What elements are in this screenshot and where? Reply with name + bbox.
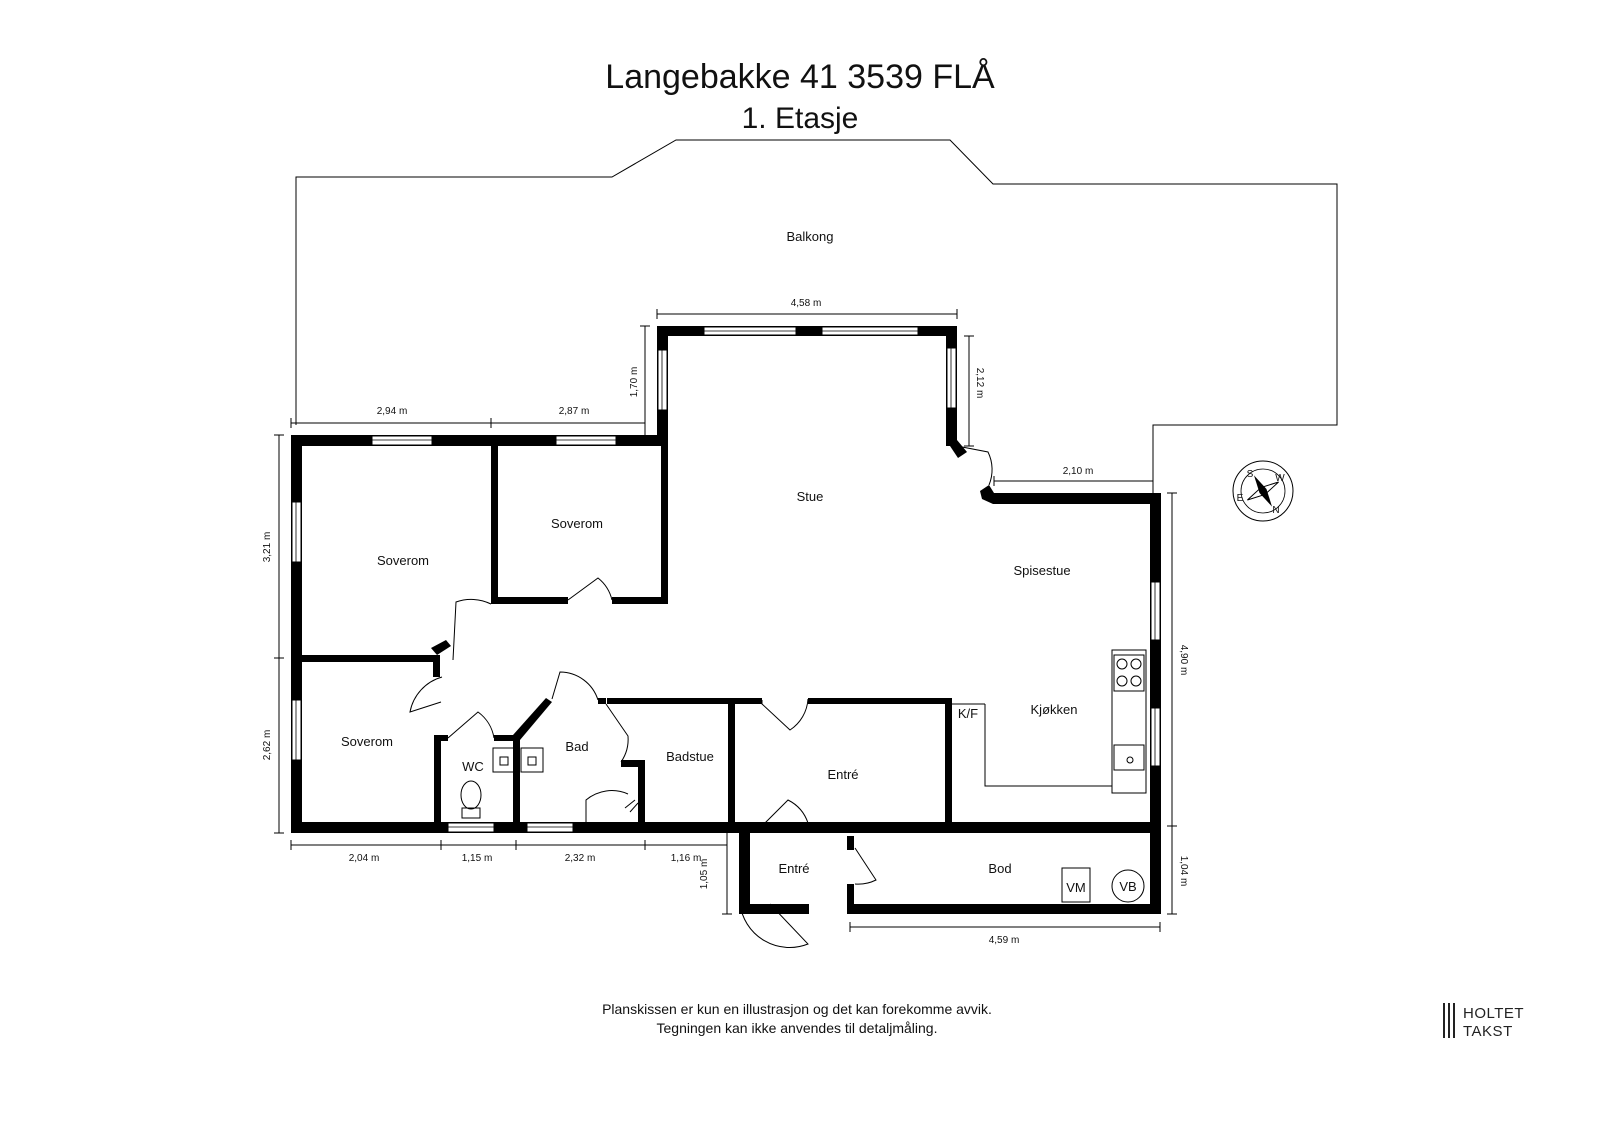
room-label-bad: Bad [565, 739, 588, 754]
label-vb: VB [1119, 879, 1136, 894]
dim-bottom-116: 1,16 m [671, 853, 702, 864]
room-label-soverom-north: Soverom [551, 516, 603, 531]
room-label-soverom-south: Soverom [341, 734, 393, 749]
room-label-wc: WC [462, 759, 484, 774]
room-label-entre-inner: Entré [827, 767, 858, 782]
windows [291, 326, 1161, 833]
kitchen-counter-box [1111, 649, 1147, 794]
room-label-kf: K/F [958, 706, 978, 721]
water-heater-circle [1111, 869, 1145, 903]
logo-line-2: TAKST [1463, 1023, 1513, 1040]
wc-sink-icon [492, 747, 516, 773]
compass-e: E [1237, 493, 1244, 504]
plan-subtitle: 1. Etasje [742, 102, 859, 135]
washing-machine-box [1061, 867, 1091, 903]
footer-disclaimer-1: Planskissen er kun en illustrasjon og de… [602, 1001, 992, 1017]
dim-side-104: 1,04 m [1178, 856, 1189, 887]
room-label-badstue: Badstue [666, 749, 714, 764]
kitchen-counter [984, 649, 1145, 787]
doors [409, 445, 993, 948]
dim-bottom-232: 2,32 m [565, 853, 596, 864]
logo-line-1: HOLTET [1463, 1005, 1524, 1022]
dimension-lines [274, 309, 1177, 932]
bad-sink-icon [520, 747, 544, 773]
room-label-entre-outer: Entré [778, 861, 809, 876]
dim-bottom-459: 4,59 m [989, 935, 1020, 946]
plan-title: Langebakke 41 3539 FLÅ [605, 58, 995, 96]
room-label-stue: Stue [797, 489, 824, 504]
dim-side-262: 2,62 m [262, 730, 273, 761]
dim-side-105: 1,05 m [699, 859, 710, 890]
label-vm: VM [1066, 880, 1086, 895]
room-label-spisestue: Spisestue [1013, 563, 1070, 578]
dim-left-170: 1,70 m [629, 367, 640, 398]
balkong-outline [295, 139, 1338, 493]
walls [291, 326, 1161, 914]
footer-disclaimer-2: Tegningen kan ikke anvendes til detaljmå… [657, 1020, 938, 1036]
dim-bottom-204: 2,04 m [349, 853, 380, 864]
room-label-balkong: Balkong [787, 229, 834, 244]
dim-right-212: 2,12 m [974, 368, 985, 399]
dim-side-490: 4,90 m [1178, 645, 1189, 676]
compass-icon: S W E N [1232, 460, 1294, 522]
dim-top-458: 4,58 m [791, 298, 822, 309]
fixtures [460, 654, 1145, 903]
compass-w: W [1275, 473, 1285, 484]
room-label-soverom-large: Soverom [377, 553, 429, 568]
room-label-bod: Bod [988, 861, 1011, 876]
dim-top-210: 2,10 m [1063, 466, 1094, 477]
dim-top-294: 2,94 m [377, 406, 408, 417]
dim-top-287: 2,87 m [559, 406, 590, 417]
dim-bottom-115: 1,15 m [462, 853, 493, 864]
compass-n: N [1272, 505, 1279, 516]
compass-s: S [1247, 469, 1254, 480]
stove-icon [1113, 654, 1145, 692]
kitchen-sink-icon [1113, 744, 1145, 771]
dim-side-321: 3,21 m [262, 532, 273, 563]
holtet-takst-logo: HOLTET TAKST [1443, 1003, 1524, 1040]
room-label-kjokken: Kjøkken [1031, 702, 1078, 717]
toilet-icon [460, 780, 482, 810]
